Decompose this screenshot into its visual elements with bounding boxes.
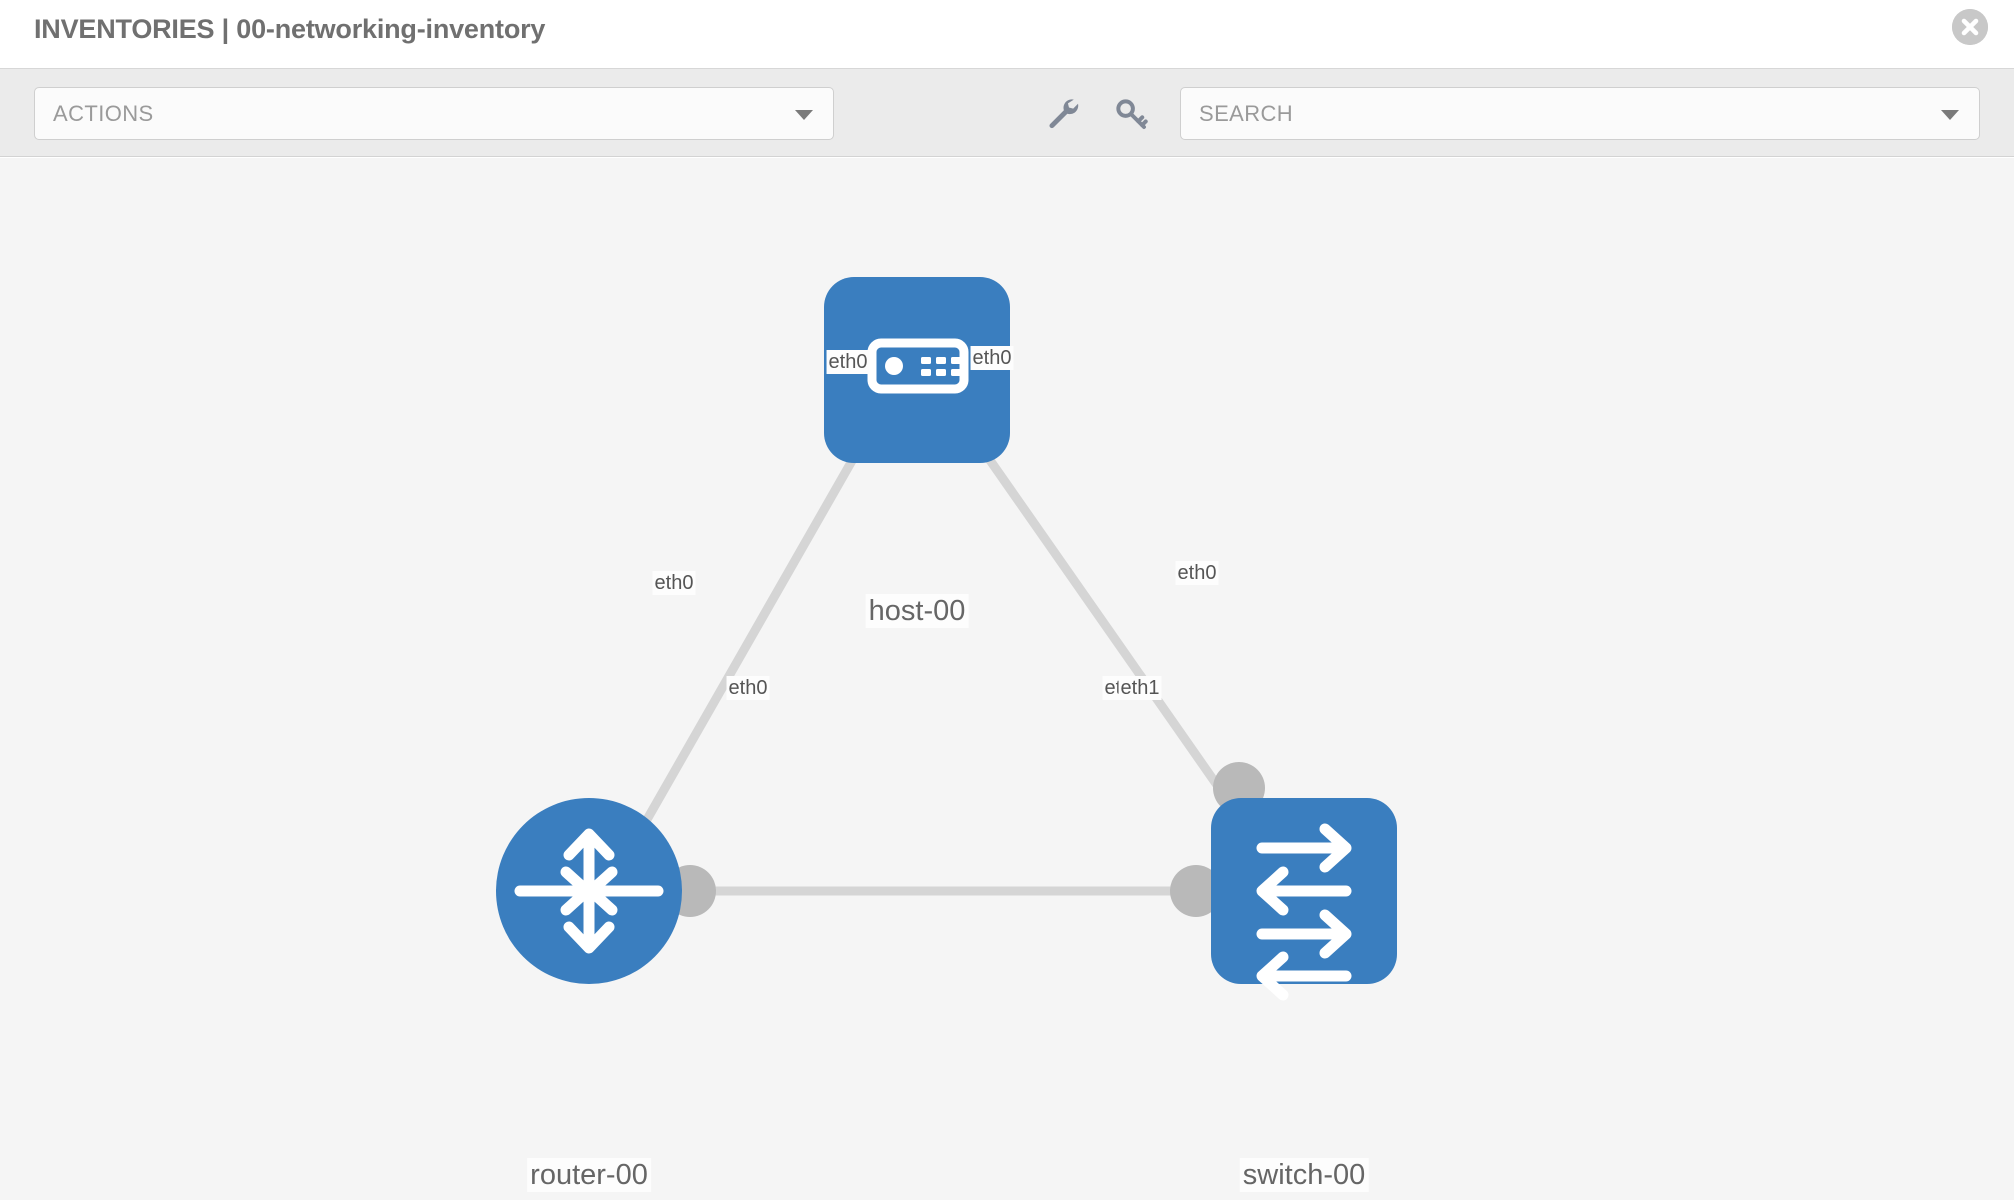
iface-label: eth0 (970, 346, 1014, 370)
iface-label: eth0 (826, 350, 870, 374)
node-router-00 (496, 798, 682, 984)
toolbar: ACTIONS SEARCH (0, 68, 2014, 157)
iface-label: eth0 (1175, 561, 1219, 585)
topology-canvas[interactable]: eth0 eth0 eth0 eth0 eth0 eth0 eth1 host-… (0, 158, 2014, 1200)
topology-graph (496, 277, 1397, 1001)
close-icon[interactable] (1952, 9, 1988, 45)
chevron-down-icon (795, 109, 813, 120)
node-host-00 (824, 277, 1010, 463)
server-icon (867, 338, 969, 394)
search-placeholder: SEARCH (1199, 101, 1294, 126)
node-label-switch: switch-00 (1239, 1158, 1369, 1192)
iface-dot-switch-left (1170, 865, 1222, 917)
key-icon[interactable] (1112, 95, 1150, 133)
actions-dropdown-label: ACTIONS (53, 101, 154, 126)
iface-label: eth0 (726, 676, 770, 700)
page-title: INVENTORIES | 00-networking-inventory (34, 14, 546, 44)
chevron-down-icon[interactable] (1941, 109, 1959, 120)
actions-dropdown[interactable]: ACTIONS (34, 87, 834, 140)
search-input[interactable]: SEARCH (1180, 87, 1980, 140)
iface-label: eth1 (1118, 676, 1162, 700)
topology-interface-dots (664, 389, 1265, 917)
wrench-icon[interactable] (1045, 95, 1083, 133)
edge-host-router (620, 398, 890, 863)
page-header: INVENTORIES | 00-networking-inventory (0, 0, 2014, 68)
node-label-host: host-00 (865, 594, 969, 628)
topology-edges (615, 398, 1277, 896)
node-label-router: router-00 (527, 1158, 651, 1192)
router-arrows-icon (514, 828, 664, 954)
switch-arrows-icon (1256, 823, 1352, 1001)
node-switch-00 (1211, 798, 1397, 1001)
iface-label: eth0 (652, 571, 696, 595)
